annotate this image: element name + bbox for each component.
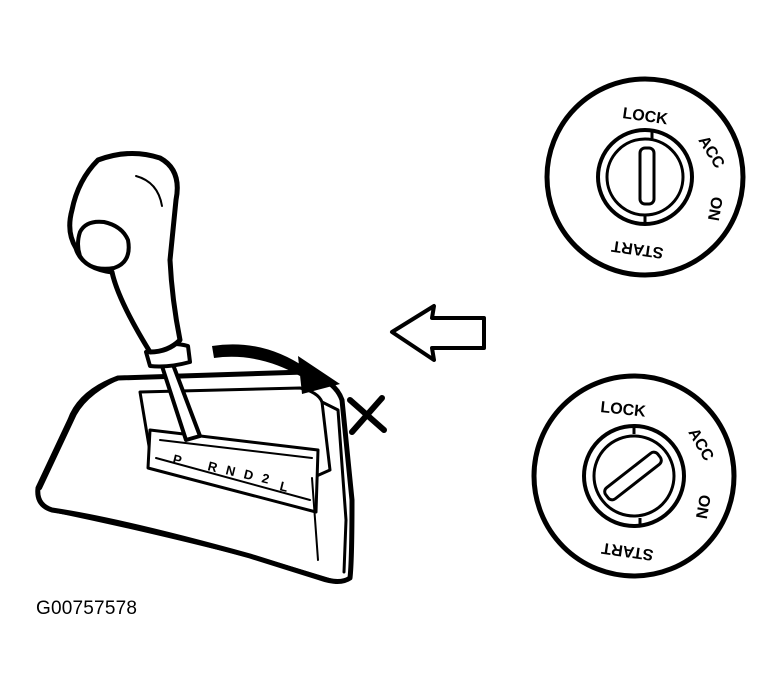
gear-label-l: L (278, 478, 289, 494)
gear-label-d: D (242, 466, 255, 483)
ignition-switch-top: LOCK ACC ON START (544, 76, 746, 278)
not-allowed-icon (347, 395, 387, 435)
switch-top-lock-label: LOCK (621, 105, 669, 128)
figure-code: G00757578 (36, 598, 138, 619)
ignition-switch-bottom: LOCK ACC ON START (531, 373, 737, 579)
shift-lever (67, 150, 202, 442)
switch-bottom-on-label: ON (692, 493, 713, 520)
gear-label-r: R (206, 458, 219, 475)
shifter-console (35, 369, 355, 584)
shift-direction-arrow (212, 344, 340, 394)
key-slot-top (638, 146, 656, 206)
shift-knob-button (76, 219, 131, 271)
switch-top-on-label: ON (704, 195, 725, 222)
gear-labels: P R N D 2 L (171, 451, 289, 494)
gear-label-2: 2 (260, 470, 271, 486)
gear-label-p: P (171, 451, 183, 468)
pointer-arrow-icon (390, 304, 486, 362)
key-slot-bottom (603, 450, 663, 502)
switch-bottom-lock-label: LOCK (600, 399, 647, 421)
gear-label-n: N (224, 462, 237, 479)
